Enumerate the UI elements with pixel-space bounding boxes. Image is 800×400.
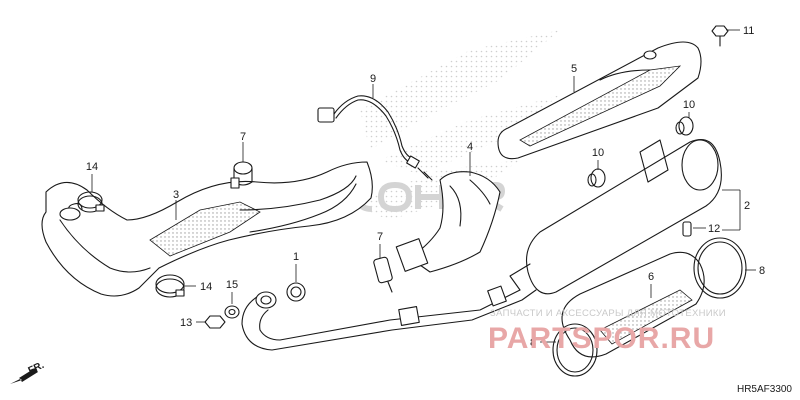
- callout-10-lower: 10: [592, 147, 604, 159]
- leader-lines: [91, 29, 756, 343]
- callout-14-lower: 14: [200, 281, 212, 293]
- callout-labels: 1 2 3 4 5 6 7 7 8 8 9 10 10 11 12 13 14 …: [86, 25, 765, 349]
- callout-8-right: 8: [759, 265, 765, 277]
- callout-11: 11: [743, 25, 754, 37]
- callout-15: 15: [226, 279, 238, 291]
- band-clamp-upper: [77, 191, 105, 213]
- rubber-mount-10-lower: [587, 168, 606, 188]
- band-8-lower: [552, 323, 598, 377]
- front-direction-indicator: FR.: [10, 360, 46, 384]
- callout-13: 13: [180, 317, 192, 329]
- clamp-7-lower: [373, 256, 393, 293]
- callout-4: 4: [467, 141, 473, 153]
- exhaust-middle-pipe: [395, 171, 501, 273]
- callout-7-lower: 7: [377, 231, 383, 243]
- callout-3: 3: [173, 189, 179, 201]
- washer-15: [224, 305, 240, 319]
- callout-12: 12: [708, 223, 720, 235]
- bolt-12: [682, 221, 692, 237]
- callout-7-upper: 7: [240, 131, 246, 143]
- callout-8-left: 8: [530, 337, 536, 349]
- band-clamp-lower: [155, 274, 185, 298]
- callout-10-upper: 10: [683, 99, 695, 111]
- bolt-11: [711, 25, 729, 47]
- exhaust-lower-pipe: [241, 285, 537, 351]
- nut-13: [204, 315, 226, 329]
- rubber-mount-10-upper: [675, 116, 694, 136]
- gasket-1: [286, 282, 306, 302]
- callout-6: 6: [648, 271, 654, 283]
- muffler-heat-protector: [497, 41, 702, 160]
- callout-1: 1: [293, 251, 299, 263]
- callout-9: 9: [370, 73, 376, 85]
- exhaust-front-pipe: [41, 161, 373, 297]
- callout-14-upper: 14: [86, 161, 98, 173]
- front-label: FR.: [27, 360, 46, 377]
- callout-5: 5: [571, 63, 577, 75]
- watermark-main-text: PARTSPOR.RU: [488, 322, 715, 355]
- tail-cover: [561, 251, 705, 358]
- muffler: [509, 138, 722, 295]
- band-8-upper: [693, 237, 747, 299]
- front-arrow-icon: [10, 368, 38, 384]
- oxygen-sensor: [317, 95, 433, 181]
- watermark-top-text: ЗАПЧАСТИ И АКСЕССУАРЫ ДЛЯ МОТОТЕХНИКИ: [490, 308, 726, 319]
- callout-2: 2: [744, 200, 750, 212]
- watermark: ЗАПЧАСТИ И АКСЕССУАРЫ ДЛЯ МОТОТЕХНИКИ PA…: [488, 308, 726, 355]
- diagram-code: HR5AF3300: [737, 384, 792, 395]
